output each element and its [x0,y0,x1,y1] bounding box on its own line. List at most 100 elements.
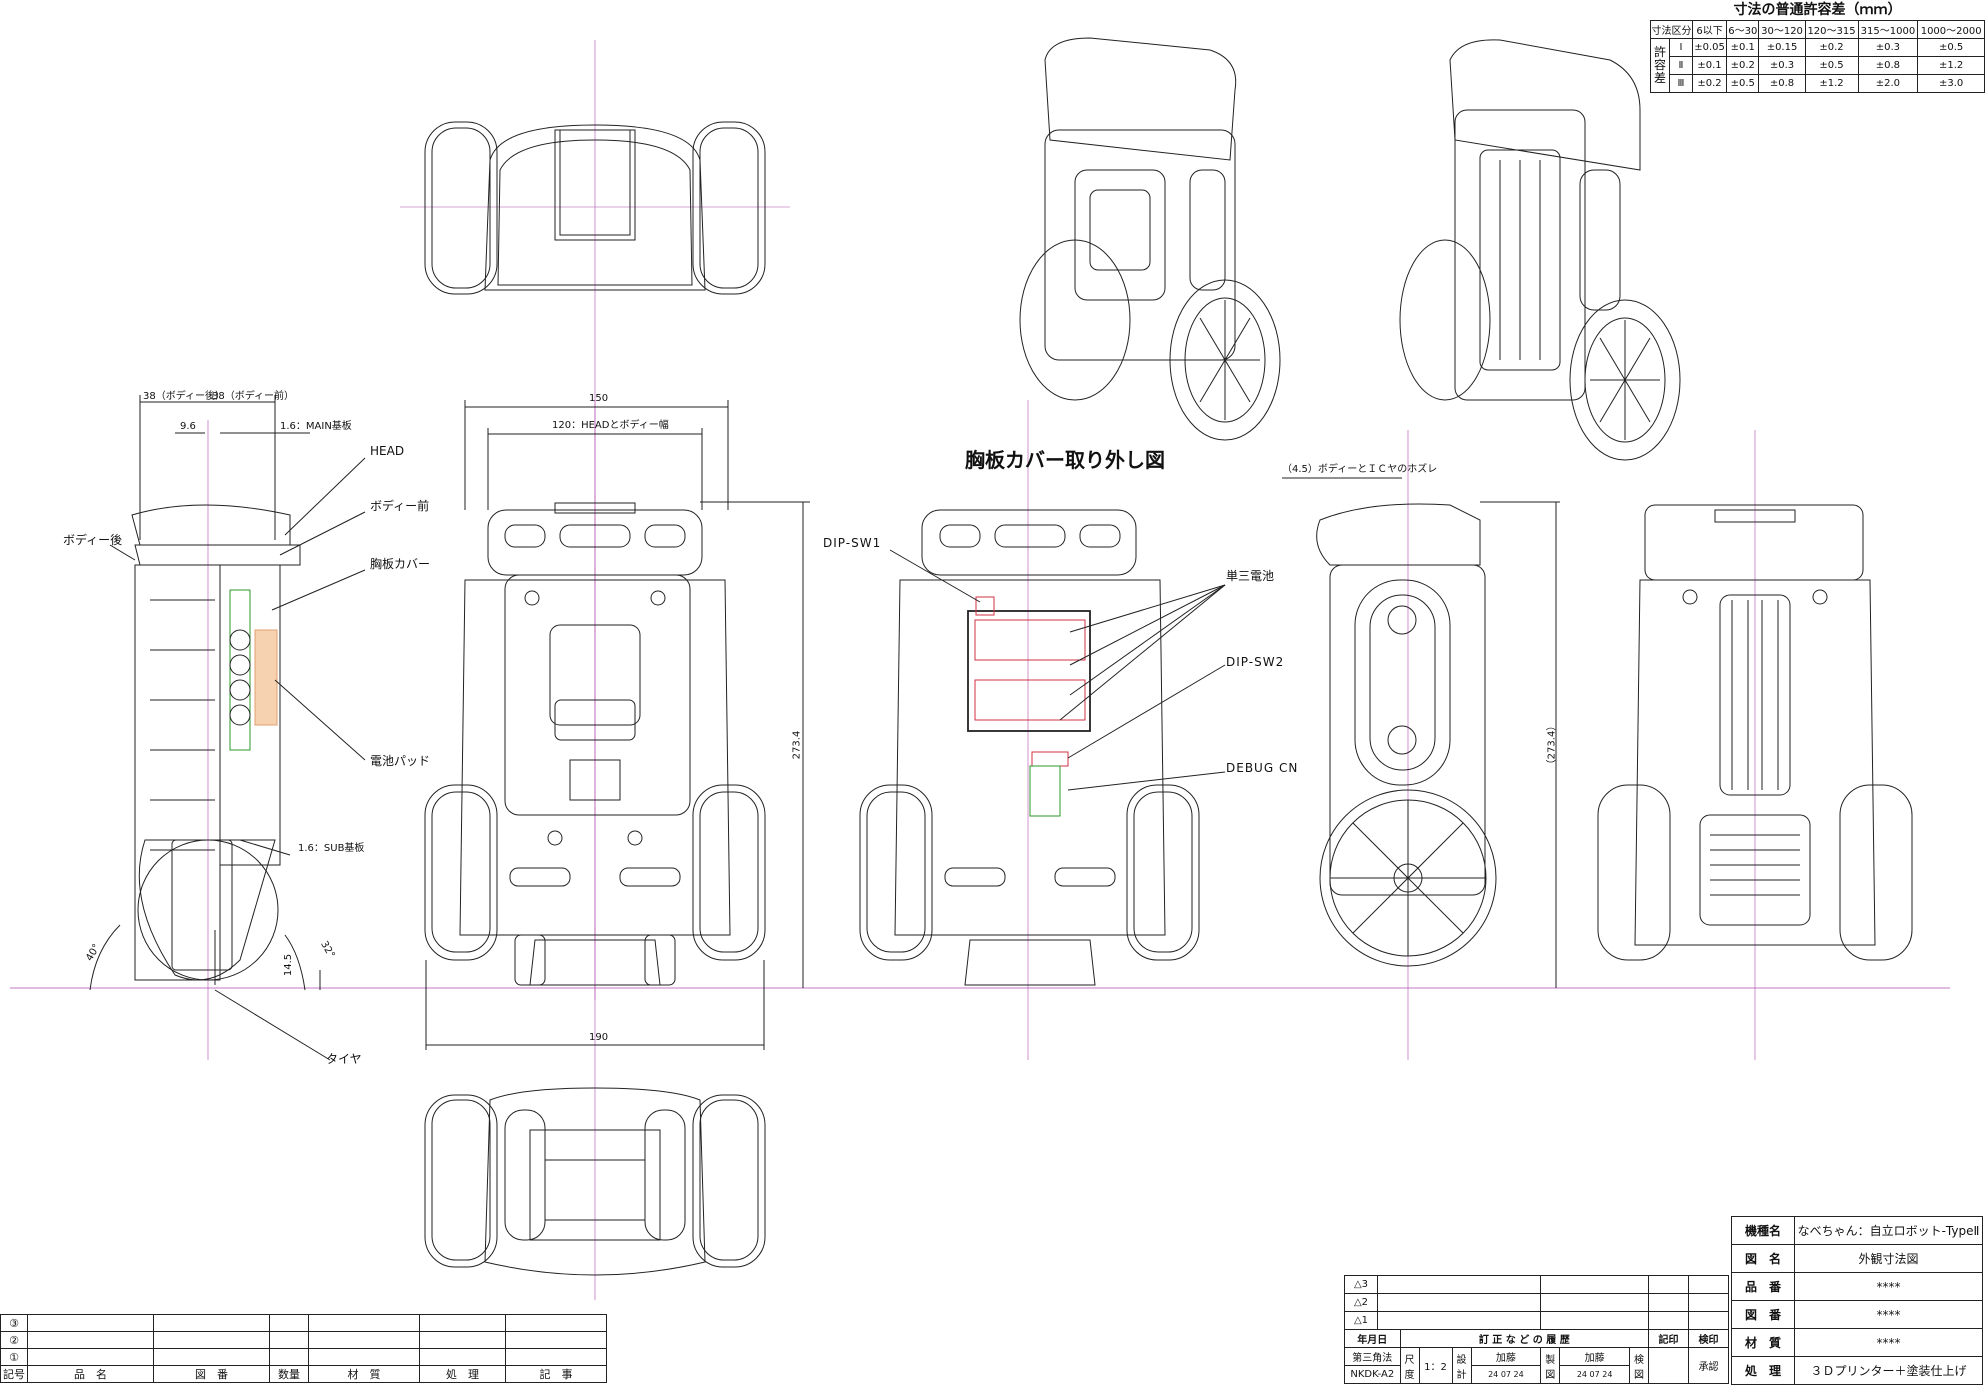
title-key: 材 質 [1731,1328,1795,1357]
dim-width-total: 150 [589,393,609,404]
title-value: **** [1794,1272,1983,1301]
parts-list: ③ ② ① 記号 品 名 図 番 数量 材 質 処 理 記 事 [0,1314,607,1383]
bottom-view [424,1087,766,1276]
tolerance-cell: ±0.15 [1758,38,1806,57]
dim-wheel-width: 190 [589,1032,609,1043]
tolerance-cell: ±0.8 [1758,74,1806,93]
front-view [424,400,810,1050]
title-block-row: 材 質**** [1731,1328,1983,1357]
dim-main-board: 1.6：MAIN基板 [280,421,352,432]
tolerance-cell: ±0.8 [1857,56,1919,75]
dim-height: 273.4 [791,730,803,760]
projection-method: 第三角法 [1344,1347,1401,1366]
label-tire: タイヤ [326,1052,362,1066]
side-section-view [89,395,366,1061]
revision-header: 記印 [1648,1329,1689,1348]
check-label: 検図 [1629,1347,1650,1384]
tolerance-cell: ±0.3 [1857,38,1919,57]
tolerance-grade: Ⅰ [1669,38,1693,57]
tolerance-cell: ±1.2 [1917,56,1985,75]
tolerance-cell: ±0.5 [1726,74,1760,93]
tolerance-cell: ±0.5 [1804,56,1859,75]
parts-row: ② [0,1331,607,1349]
title-block-row: 図 名外観寸法図 [1731,1244,1983,1273]
tolerance-grade: Ⅱ [1669,56,1693,75]
tolerance-col: 6以下 [1691,20,1728,39]
tolerance-cell: ±2.0 [1857,74,1919,93]
title-key: 処 理 [1731,1356,1795,1385]
tolerance-table-title: 寸法の普通許容差（ｍｍ） [1733,2,1902,18]
revision-block: △3 △2 △1 年月日 訂 正 な ど の 履 歴 記印 検印 第三角法 尺度… [1344,1275,1729,1384]
dim-head-width: 120：HEADとボディー幅 [552,420,669,431]
parts-header: 品 名 [27,1365,154,1383]
tolerance-row: Ⅲ ±0.2 ±0.5 ±0.8 ±1.2 ±2.0 ±3.0 [1651,74,1985,93]
right-side-view [1282,430,1560,1060]
drawing-number: NKDK-A2 [1344,1365,1401,1384]
revision-symbol: △1 [1344,1311,1378,1330]
revision-row: △3 [1344,1275,1729,1294]
designer-name: 加藤 [1470,1347,1542,1366]
title-key: 機種名 [1731,1216,1795,1245]
tolerance-cell: ±3.0 [1917,74,1985,93]
title-value: ３Ｄプリンター＋塗装仕上げ [1794,1356,1983,1385]
tolerance-col: 120〜315 [1804,20,1859,39]
tolerance-cell: ±0.3 [1758,56,1806,75]
rear-view [1597,430,1913,1060]
revision-header: 訂 正 な ど の 履 歴 [1399,1329,1650,1348]
tolerance-cell: ±0.2 [1691,74,1728,93]
tolerance-header-row: 寸法区分 6以下 6〜30 30〜120 120〜315 315〜1000 10… [1650,20,1985,39]
dim-sub-board: 1.6：SUB基板 [298,843,365,854]
parts-row-mark: ③ [0,1314,28,1332]
revision-symbol: △3 [1344,1275,1378,1294]
draw-date: 24 07 24 [1559,1365,1631,1384]
tolerance-row: 許容差 Ⅰ ±0.05 ±0.1 ±0.15 ±0.2 ±0.3 ±0.5 [1650,38,1985,93]
title-value: **** [1794,1328,1983,1357]
title-key: 品 番 [1731,1272,1795,1301]
tolerance-cell: ±0.5 [1917,38,1985,57]
dim-offset: 9.6 [180,421,196,432]
tolerance-header-label: 寸法区分 [1650,20,1693,39]
section-title: 胸板カバー取り外し図 [965,448,1165,472]
revision-row: △1 [1344,1311,1729,1330]
title-value: **** [1794,1300,1983,1329]
scale-value: 1：2 [1418,1347,1453,1384]
label-debug-cn: DEBUG CN [1226,761,1299,775]
dim-height-ref: （273.4） [1546,720,1558,770]
tolerance-col: 1000〜2000 [1917,20,1985,39]
tolerance-cell: ±1.2 [1804,74,1859,93]
parts-header: 記 事 [505,1365,607,1383]
title-key: 図 名 [1731,1244,1795,1273]
revision-row: △2 [1344,1293,1729,1312]
revision-header-row: 年月日 訂 正 な ど の 履 歴 記印 検印 [1344,1329,1729,1348]
tolerance-cell: ±0.2 [1804,38,1859,57]
label-battery-pad: 電池パッド [370,754,431,768]
parts-row-mark: ② [0,1331,28,1349]
parts-header: 記号 [0,1365,28,1383]
dim-front-thickness: 38（ボディー前） [212,391,295,402]
title-block-row: 機種名なべちゃん：自立ロボット-TypeⅡ [1731,1216,1983,1245]
revision-header: 年月日 [1344,1329,1401,1348]
parts-header: 材 質 [308,1365,420,1383]
parts-header: 処 理 [419,1365,506,1383]
tolerance-table: 寸法区分 6以下 6〜30 30〜120 120〜315 315〜1000 10… [1650,20,1985,93]
label-body-front: ボディー前 [370,499,430,513]
label-dip-sw2: DIP-SW2 [1226,655,1285,669]
title-value: なべちゃん：自立ロボット-TypeⅡ [1794,1216,1983,1245]
label-dip-sw1: DIP-SW1 [823,536,882,550]
revision-symbol: △2 [1344,1293,1378,1312]
tolerance-cell: ±0.05 [1691,38,1728,57]
title-block-row: 品 番**** [1731,1272,1983,1301]
dim-rear-thickness: 38（ボディー後） [143,391,226,402]
tolerance-col: 6〜30 [1726,20,1760,39]
approve-label: 承認 [1688,1347,1729,1384]
tolerance-cell: ±0.1 [1691,56,1728,75]
revision-header: 検印 [1688,1329,1729,1348]
parts-header: 図 番 [153,1365,270,1383]
tolerance-cell: ±0.1 [1726,38,1760,57]
tolerance-cell: ±0.2 [1726,56,1760,75]
tolerance-col: 315〜1000 [1857,20,1919,39]
scale-label: 尺度 [1399,1347,1420,1384]
title-key: 図 番 [1731,1300,1795,1329]
